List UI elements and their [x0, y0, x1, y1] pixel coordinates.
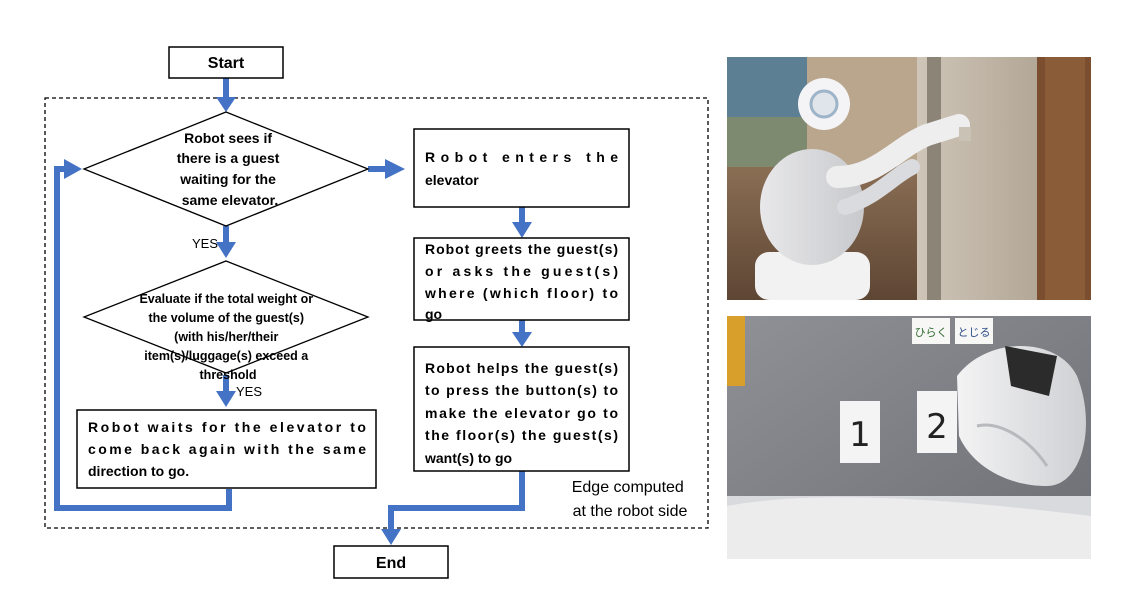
end-node	[333, 545, 449, 579]
arrowheads	[64, 97, 532, 545]
edge-note: Edge computed at the robot side	[572, 479, 689, 520]
photo-robot-call-button	[727, 57, 1091, 300]
decision-weight-text: Evaluate if the total weight or the volu…	[139, 292, 316, 382]
enter-text: Robot enters the elevator	[425, 149, 627, 188]
greet-node	[413, 237, 630, 321]
photo-robot-call-button-image	[727, 57, 1091, 300]
wait-node	[76, 409, 377, 489]
floor-button-1: 1	[849, 415, 871, 455]
enter-node	[413, 128, 630, 208]
yes-label-1: YES	[192, 236, 218, 251]
decision-guest-waiting	[82, 111, 370, 227]
start-label: Start	[208, 55, 245, 72]
help-node	[413, 346, 630, 472]
photo-robot-floor-panel-image: ひらく とじる 1 2	[727, 316, 1091, 559]
edge-boundary	[44, 97, 709, 529]
sign-close: とじる	[958, 326, 991, 339]
decision-weight-threshold	[82, 260, 370, 374]
wait-text: Robot waits for the elevator to come bac…	[88, 419, 372, 479]
help-text: Robot helps the guest(s) to press the bu…	[424, 360, 624, 466]
yes-label-2: YES	[236, 384, 262, 399]
start-node	[168, 46, 284, 79]
photo-robot-floor-panel: ひらく とじる 1 2	[727, 316, 1091, 559]
end-label: End	[376, 555, 406, 572]
sign-open: ひらく	[915, 326, 948, 339]
floor-button-2: 2	[926, 407, 948, 447]
decision-guest-text: Robot sees if there is a guest waiting f…	[177, 130, 284, 208]
